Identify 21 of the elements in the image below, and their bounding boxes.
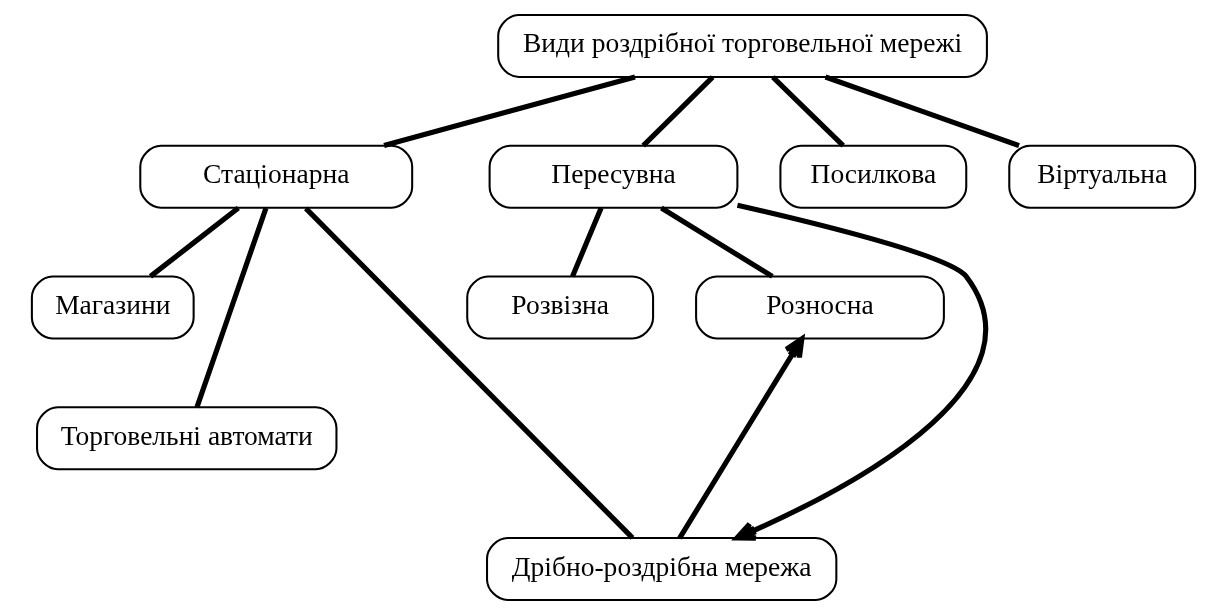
node-box: Посилкова (779, 144, 968, 209)
connector (383, 74, 636, 149)
arrow (734, 202, 988, 541)
node-box: Стаціонарна (139, 144, 414, 209)
node-box: Види роздрібної торговельної мережі (497, 13, 988, 78)
connector (824, 74, 1020, 148)
connector (194, 207, 269, 409)
connector (641, 75, 715, 148)
connector (660, 205, 774, 279)
arrow (677, 336, 805, 540)
node-box: Розносна (695, 275, 945, 340)
node-box: Розвізна (466, 275, 655, 340)
node-box: Магазини (30, 275, 195, 340)
node-box: Торговельні автомати (36, 406, 338, 471)
node-box: Пересувна (488, 144, 739, 209)
node-box: Віртуальна (1008, 144, 1197, 209)
connector (304, 206, 635, 540)
node-box: Дрібно-роздрібна мережа (486, 537, 838, 602)
connector (570, 206, 604, 278)
connector (771, 75, 845, 148)
connector (148, 205, 240, 279)
